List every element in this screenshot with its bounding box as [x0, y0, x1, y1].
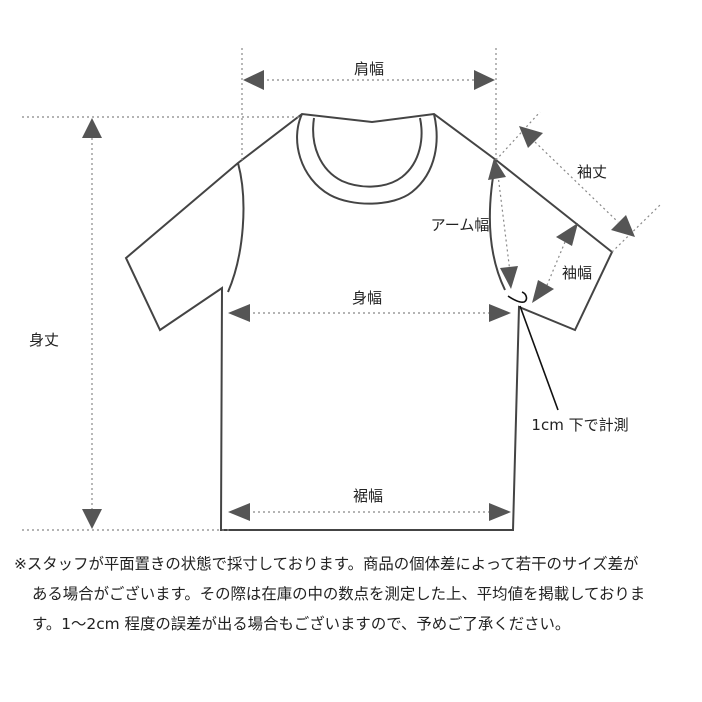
- label-shoulder-width: 肩幅: [354, 60, 384, 78]
- chest-arrow-right: [489, 304, 511, 322]
- collar-inner: [312, 117, 423, 188]
- tshirt-body: [124, 112, 614, 531]
- sleeve-width-arrow-lower: [532, 280, 554, 303]
- guide-lines: [22, 48, 661, 531]
- guide-sleeve-width: [544, 241, 566, 291]
- label-sleeve-width: 袖幅: [562, 264, 592, 282]
- disclaimer-line-1: ※スタッフが平面置きの状態で採寸しております。商品の個体差によって若干のサイズ差…: [14, 555, 639, 573]
- shoulder-arrow-right: [474, 70, 495, 90]
- hem-arrow-left: [228, 503, 250, 521]
- armhole-arrow-bottom: [500, 266, 518, 289]
- armhole-arrow-top: [488, 158, 506, 180]
- guide-sleeve-upper: [495, 111, 541, 161]
- label-hem-width: 裾幅: [353, 487, 383, 505]
- label-measure-note: 1cm 下で計測: [531, 416, 628, 434]
- guide-sleeve-lower: [611, 204, 661, 253]
- left-armhole-seam: [227, 162, 245, 293]
- label-chest-width: 身幅: [352, 289, 382, 307]
- sleeve-width-arrow-upper: [556, 223, 578, 246]
- disclaimer-line-2: ある場合がございます。その際は在庫の中の数点を測定した上、平均値を掲載しておりま: [32, 585, 646, 603]
- measure-callout: [507, 291, 559, 411]
- measure-callout-leader: [519, 305, 559, 411]
- chest-arrow-left: [228, 304, 250, 322]
- shoulder-arrow-left: [243, 70, 264, 90]
- body-length-arrow-bottom: [82, 509, 102, 529]
- sleeve-length-arrow-lower: [611, 215, 635, 237]
- sleeve-length-arrow-upper: [519, 126, 543, 148]
- tshirt-outline: [124, 112, 614, 531]
- label-body-length: 身丈: [29, 331, 59, 349]
- guide-armhole: [497, 174, 511, 273]
- measurement-disclaimer: ※スタッフが平面置きの状態で採寸しております。商品の個体差によって若干のサイズ差…: [14, 549, 696, 639]
- disclaimer-line-3: す。1～2cm 程度の誤差が出る場合もございますので、予めご了承ください。: [32, 615, 571, 633]
- label-armhole-width: アーム幅: [431, 216, 490, 234]
- collar-outer: [296, 113, 438, 205]
- measure-callout-hook: [507, 291, 528, 303]
- label-sleeve-length: 袖丈: [577, 163, 607, 181]
- arrowheads: [82, 70, 635, 529]
- guide-sleeve-length: [534, 141, 619, 223]
- hem-arrow-right: [489, 503, 511, 521]
- body-length-arrow-top: [82, 118, 102, 138]
